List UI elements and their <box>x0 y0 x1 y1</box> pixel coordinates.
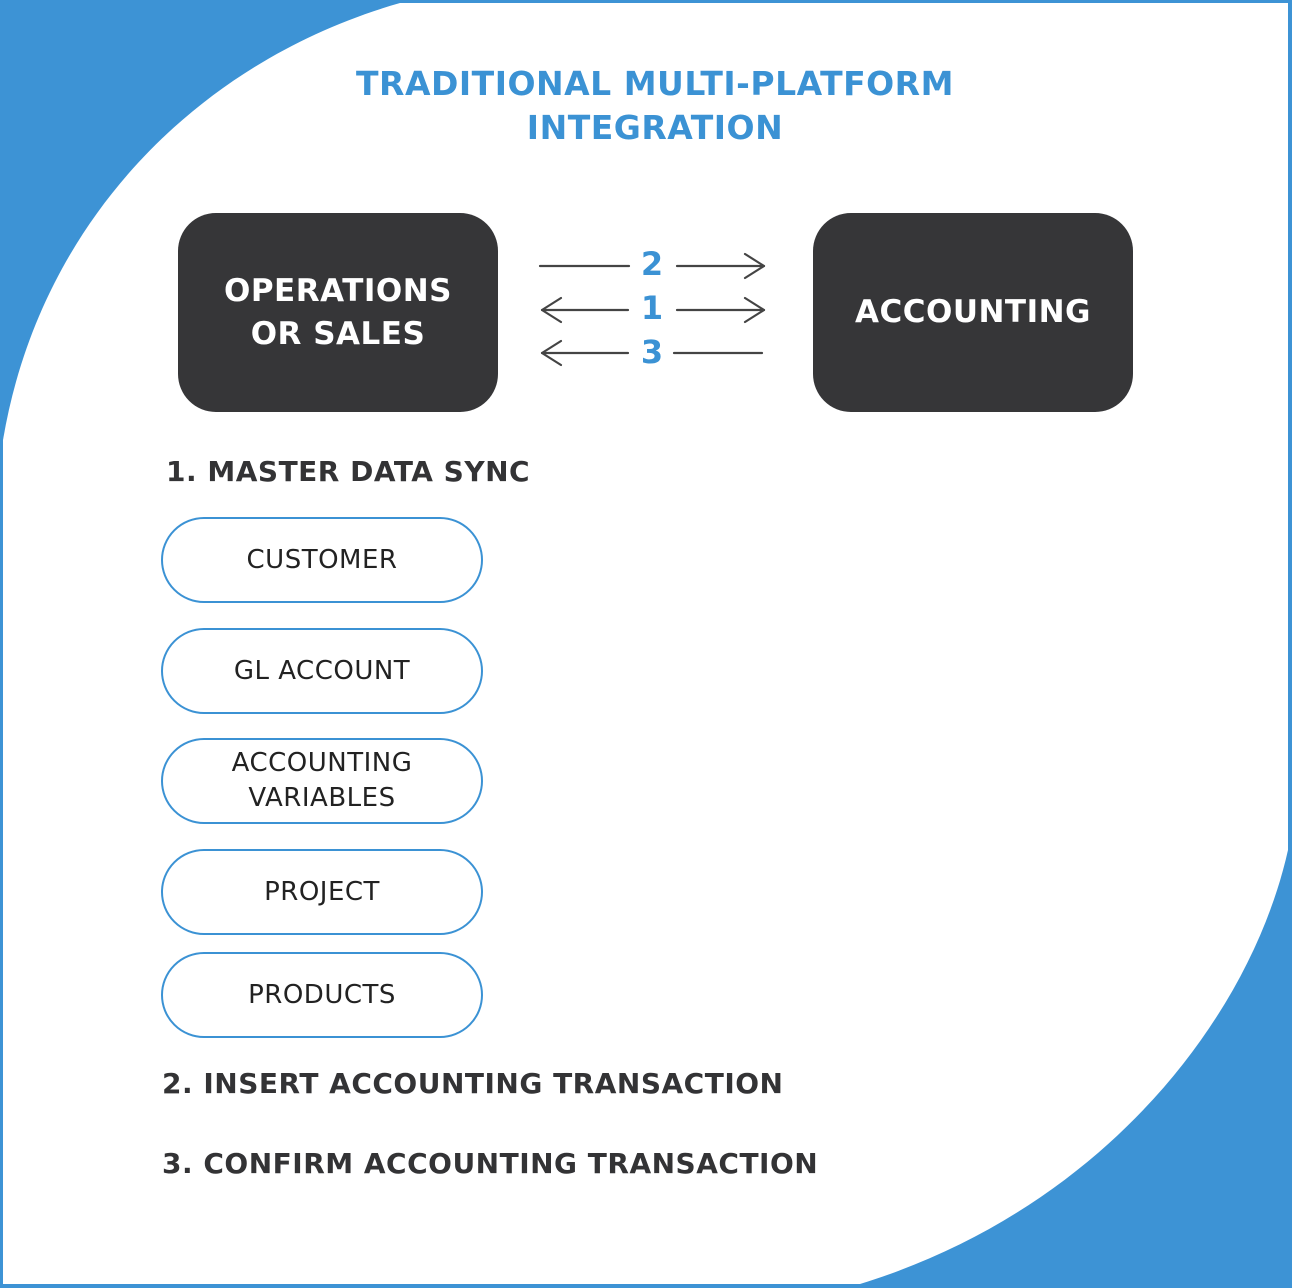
flow-number-2: 2 <box>640 245 664 283</box>
arrow-right-icon <box>538 252 766 280</box>
master-data-item-products: PRODUCTS <box>161 952 483 1038</box>
section-master-data-sync: 1. MASTER DATA SYNC <box>166 455 531 488</box>
arrow-bidirectional-icon <box>540 296 766 324</box>
flow-arrows <box>538 252 766 367</box>
item-label: GL ACCOUNT <box>233 655 411 686</box>
arrow-left-icon <box>540 339 764 367</box>
flow-number-1: 1 <box>640 289 664 327</box>
master-data-item-accounting-variables: ACCOUNTING VARIABLES <box>161 738 483 824</box>
item-label: PRODUCTS <box>248 979 396 1010</box>
accounting-label: ACCOUNTING <box>854 294 1092 330</box>
title-line-2: INTEGRATION <box>526 108 784 147</box>
accounting-box: ACCOUNTING <box>813 213 1133 412</box>
operations-label: OPERATIONS <box>223 272 452 309</box>
title-line-1: TRADITIONAL MULTI-PLATFORM <box>356 64 954 103</box>
operations-or-sales-box: OPERATIONS OR SALES <box>178 213 498 412</box>
master-data-item-project: PROJECT <box>161 849 483 935</box>
flow-number-3: 3 <box>640 333 664 371</box>
item-label: PROJECT <box>264 876 380 907</box>
master-data-item-customer: CUSTOMER <box>161 517 483 603</box>
section-confirm-accounting-transaction: 3. CONFIRM ACCOUNTING TRANSACTION <box>162 1147 819 1180</box>
section-insert-accounting-transaction: 2. INSERT ACCOUNTING TRANSACTION <box>162 1067 784 1100</box>
master-data-item-gl-account: GL ACCOUNT <box>161 628 483 714</box>
or-sales-label: OR SALES <box>250 315 426 352</box>
item-label-line-1: ACCOUNTING <box>231 748 413 778</box>
diagram-title: TRADITIONAL MULTI-PLATFORM INTEGRATION <box>0 62 1292 150</box>
item-label-line-2: VARIABLES <box>248 783 396 813</box>
item-label: CUSTOMER <box>246 544 398 575</box>
